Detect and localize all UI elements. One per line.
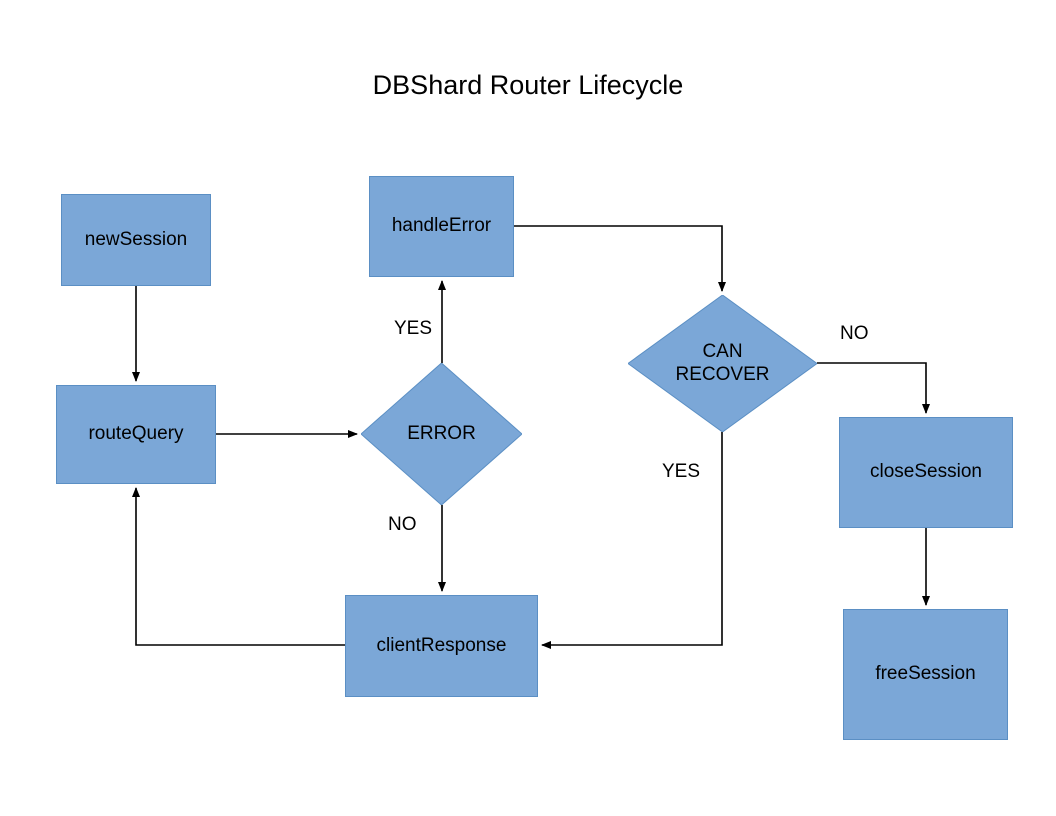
node-label-freeSession: freeSession <box>875 663 976 685</box>
node-error[interactable]: ERROR <box>361 363 522 505</box>
label-recover-no: NO <box>840 323 869 344</box>
page-title: DBShard Router Lifecycle <box>372 70 684 100</box>
node-label-canRecover: CAN RECOVER <box>675 341 770 385</box>
node-freeSession[interactable]: freeSession <box>843 609 1008 740</box>
e-clientResponse-routeQuery <box>132 487 345 646</box>
node-label-closeSession: closeSession <box>870 461 982 483</box>
diamond-shape <box>628 295 817 432</box>
node-label-newSession: newSession <box>84 228 188 250</box>
label-error-yes: YES <box>394 318 433 339</box>
e-canRecover-closeSession <box>817 362 930 414</box>
edges-group <box>132 225 930 649</box>
node-label-error: ERROR <box>407 422 476 444</box>
node-label-routeQuery: routeQuery <box>88 423 184 445</box>
node-label-handleError: handleError <box>391 215 492 237</box>
diamond-shape <box>361 363 522 505</box>
node-routeQuery[interactable]: routeQuery <box>56 385 216 484</box>
e-canRecover-clientResponse <box>541 432 723 649</box>
label-recover-yes: YES <box>662 461 701 482</box>
e-handleError-canRecover <box>514 225 726 292</box>
node-canRecover[interactable]: CAN RECOVER <box>628 295 817 432</box>
label-error-no: NO <box>388 514 417 535</box>
node-clientResponse[interactable]: clientResponse <box>345 595 538 697</box>
node-handleError[interactable]: handleError <box>369 176 514 277</box>
node-newSession[interactable]: newSession <box>61 194 211 286</box>
node-closeSession[interactable]: closeSession <box>839 417 1013 528</box>
node-label-clientResponse: clientResponse <box>376 634 507 656</box>
